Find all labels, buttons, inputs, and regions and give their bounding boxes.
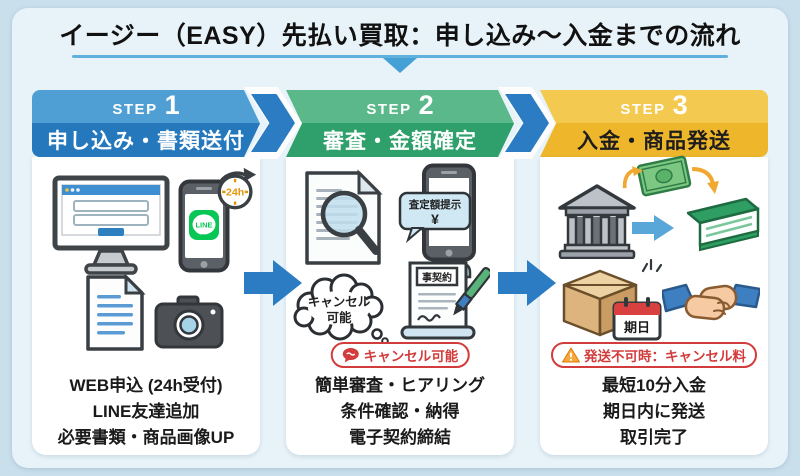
cloud-text-line2: 可能 <box>326 310 352 325</box>
step-number: 2 <box>418 90 434 120</box>
note-line: WEB申込 (24h受付) <box>69 376 223 395</box>
contract-pen-icon: 事契約 <box>400 261 490 340</box>
step3-card: 期日 発送不可時：キャンセル料 最短10分入金 期日内に発送 <box>540 155 768 455</box>
step-number: 1 <box>164 90 180 120</box>
quote-bubble-symbol: ¥ <box>431 211 439 227</box>
warning-icon <box>562 347 580 363</box>
camera-icon <box>154 295 224 349</box>
curved-arrow-up-icon <box>622 166 644 189</box>
step3-heading: 入金・商品発送 <box>540 123 768 157</box>
note-line: 取引完了 <box>620 428 688 447</box>
title-underline <box>72 55 728 58</box>
contract-label: 事契約 <box>422 271 452 284</box>
step1-notes: WEB申込 (24h受付) LINE友達追加 必要書類・商品画像UP <box>32 373 260 451</box>
cancel-pill: キャンセル可能 <box>330 342 470 368</box>
step-label: STEP <box>620 101 666 118</box>
line-app-icon: LINE <box>189 210 219 240</box>
quote-bubble-text: 査定額提示 <box>408 198 462 211</box>
transfer-arrow-icon <box>632 215 674 241</box>
note-line: 簡単審査・ヒアリング <box>315 376 485 395</box>
step1-header: STEP 1 申し込み・書類送付 <box>32 90 260 157</box>
step3-notes: 最短10分入金 期日内に発送 取引完了 <box>540 373 768 451</box>
clock-24h-icon: 24h <box>217 167 257 210</box>
step2-column: STEP 2 審査・金額確定 <box>286 90 514 455</box>
shipping-alert-label: 発送不可時：キャンセル料 <box>584 349 746 364</box>
step-label: STEP <box>366 101 412 118</box>
cloud-text-line1: キャンセル <box>308 295 371 309</box>
document-magnifier-icon <box>305 169 383 265</box>
document-icon <box>86 273 146 351</box>
bank-icon <box>558 184 636 259</box>
pen-icon <box>453 267 490 316</box>
note-line: 最短10分入金 <box>602 376 706 395</box>
smartphone-line-icon: LINE <box>178 179 230 273</box>
step2-card: 査定額提示 ¥ キャンセル 可能 <box>286 157 514 455</box>
quote-bubble: 査定額提示 ¥ <box>398 191 472 244</box>
page-title: イージー（EASY）先払い買取：申し込み〜入金までの流れ <box>59 22 741 50</box>
handshake-icon <box>662 283 760 321</box>
monitor-icon <box>52 175 170 275</box>
calendar-icon: 期日 <box>612 297 662 341</box>
line-app-label: LINE <box>195 221 212 230</box>
step2-notes: 簡単審査・ヒアリング 条件確認・納得 電子契約締結 <box>286 373 514 451</box>
step3-label-band: STEP 3 <box>540 90 768 123</box>
step-label: STEP <box>112 101 158 118</box>
money-icon <box>636 155 692 197</box>
note-line: LINE友達追加 <box>92 402 200 421</box>
step2-header: STEP 2 審査・金額確定 <box>286 90 514 157</box>
down-pointer-icon <box>383 58 417 73</box>
step3-header: STEP 3 入金・商品発送 <box>540 90 768 157</box>
step2-heading: 審査・金額確定 <box>286 123 514 157</box>
step1-label-band: STEP 1 <box>32 90 260 123</box>
speech-bubble-icon <box>342 348 359 363</box>
step-number: 3 <box>672 90 688 120</box>
step1-heading: 申し込み・書類送付 <box>32 123 260 157</box>
passbook-icon <box>686 197 760 252</box>
shipping-alert-pill: 発送不可時：キャンセル料 <box>551 342 757 368</box>
cancel-cloud-bubble: キャンセル 可能 <box>293 273 389 345</box>
note-line: 必要書類・商品画像UP <box>57 428 235 447</box>
step1-card: LINE 24h <box>32 157 260 455</box>
clock-badge-label: 24h <box>226 187 244 199</box>
note-line: 条件確認・納得 <box>340 402 460 421</box>
calendar-label: 期日 <box>624 320 650 335</box>
step3-column: STEP 3 入金・商品発送 <box>540 90 768 455</box>
note-line: 電子契約締結 <box>349 428 451 447</box>
step1-column: STEP 1 申し込み・書類送付 <box>32 90 260 455</box>
step2-label-band: STEP 2 <box>286 90 514 123</box>
sparkle-icon <box>641 258 662 273</box>
smartphone-quote-icon: 査定額提示 ¥ <box>398 163 476 262</box>
note-line: 期日内に発送 <box>603 402 705 421</box>
cancel-pill-label: キャンセル可能 <box>363 349 459 364</box>
curved-arrow-down-icon <box>691 167 719 194</box>
